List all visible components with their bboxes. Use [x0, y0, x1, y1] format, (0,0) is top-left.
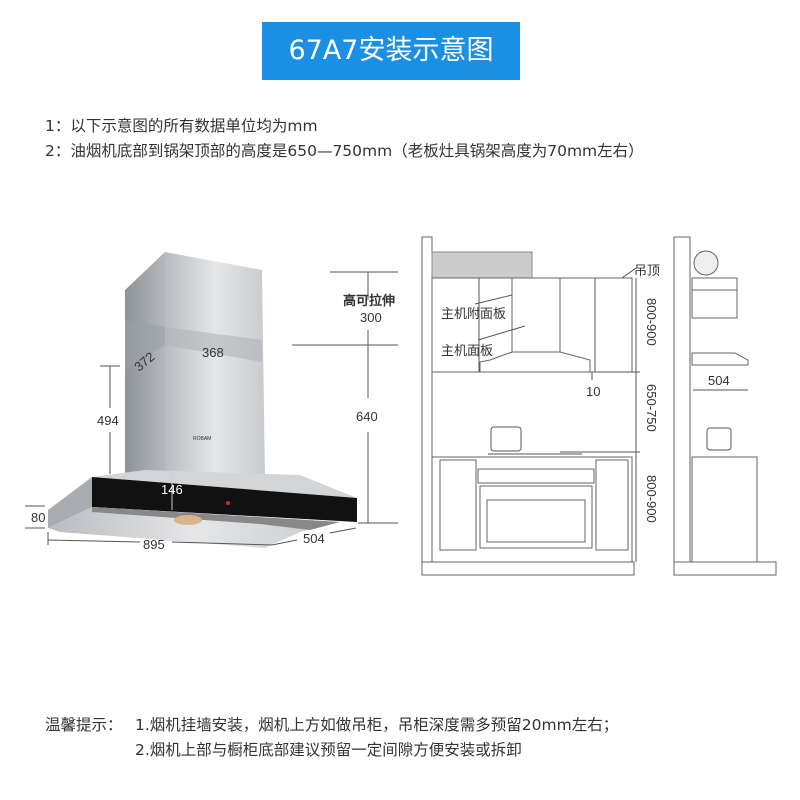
lamp: [174, 515, 202, 525]
chimney-front: [165, 252, 265, 478]
kitchen-front-view: 吊顶 主机附面板 主机面板 800-900 650-750 800-900 10: [421, 236, 660, 576]
stretch-value: 300: [360, 310, 382, 325]
hood-bottom: [48, 507, 340, 548]
brand-logo: ROBAM: [193, 436, 211, 442]
chimney-height-value: 494: [97, 413, 119, 428]
ceiling-label: 吊顶: [634, 263, 660, 278]
upper-cabinet-height-value: 800-900: [644, 298, 659, 346]
aux-panel-label: 主机附面板: [441, 306, 506, 321]
note-2: 2：油烟机底部到锅架顶部的高度是650—750mm（老板灶具锅架高度为70mm左…: [45, 142, 644, 160]
glass-panel: [92, 477, 357, 522]
tips-label: 温馨提示：: [45, 716, 123, 734]
duct-icon: [431, 251, 533, 279]
main-panel-label: 主机面板: [441, 343, 493, 358]
chimney-width-value: 368: [202, 345, 224, 360]
side-depth-value: 504: [708, 373, 730, 388]
tip-1: 1.烟机挂墙安装，烟机上方如做吊柜，吊柜深度需多预留20mm左右；: [135, 716, 619, 734]
depth-value: 504: [303, 531, 325, 546]
hood-left-side: [48, 477, 92, 528]
gap-value: 10: [586, 384, 600, 399]
stretch-label: 高可拉伸: [343, 293, 395, 308]
panel-height-value: 146: [161, 482, 183, 497]
edge-height-value: 80: [31, 510, 45, 525]
range-hood-illustration: ROBAM: [48, 252, 357, 548]
title-banner: 67A7安装示意图: [262, 22, 520, 80]
note-1: 1：以下示意图的所有数据单位均为mm: [45, 117, 318, 135]
width-value: 895: [143, 537, 165, 552]
lower-cabinet-height-value: 800-900: [644, 475, 659, 523]
kitchen-side-view: 504: [673, 236, 777, 576]
total-height-value: 640: [356, 409, 378, 424]
pot-icon: [490, 426, 522, 452]
hood-to-stove-value: 650-750: [644, 384, 659, 432]
chimney-side: [125, 252, 165, 476]
tip-2: 2.烟机上部与橱柜底部建议预留一定间隙方便安装或拆卸: [135, 741, 522, 759]
